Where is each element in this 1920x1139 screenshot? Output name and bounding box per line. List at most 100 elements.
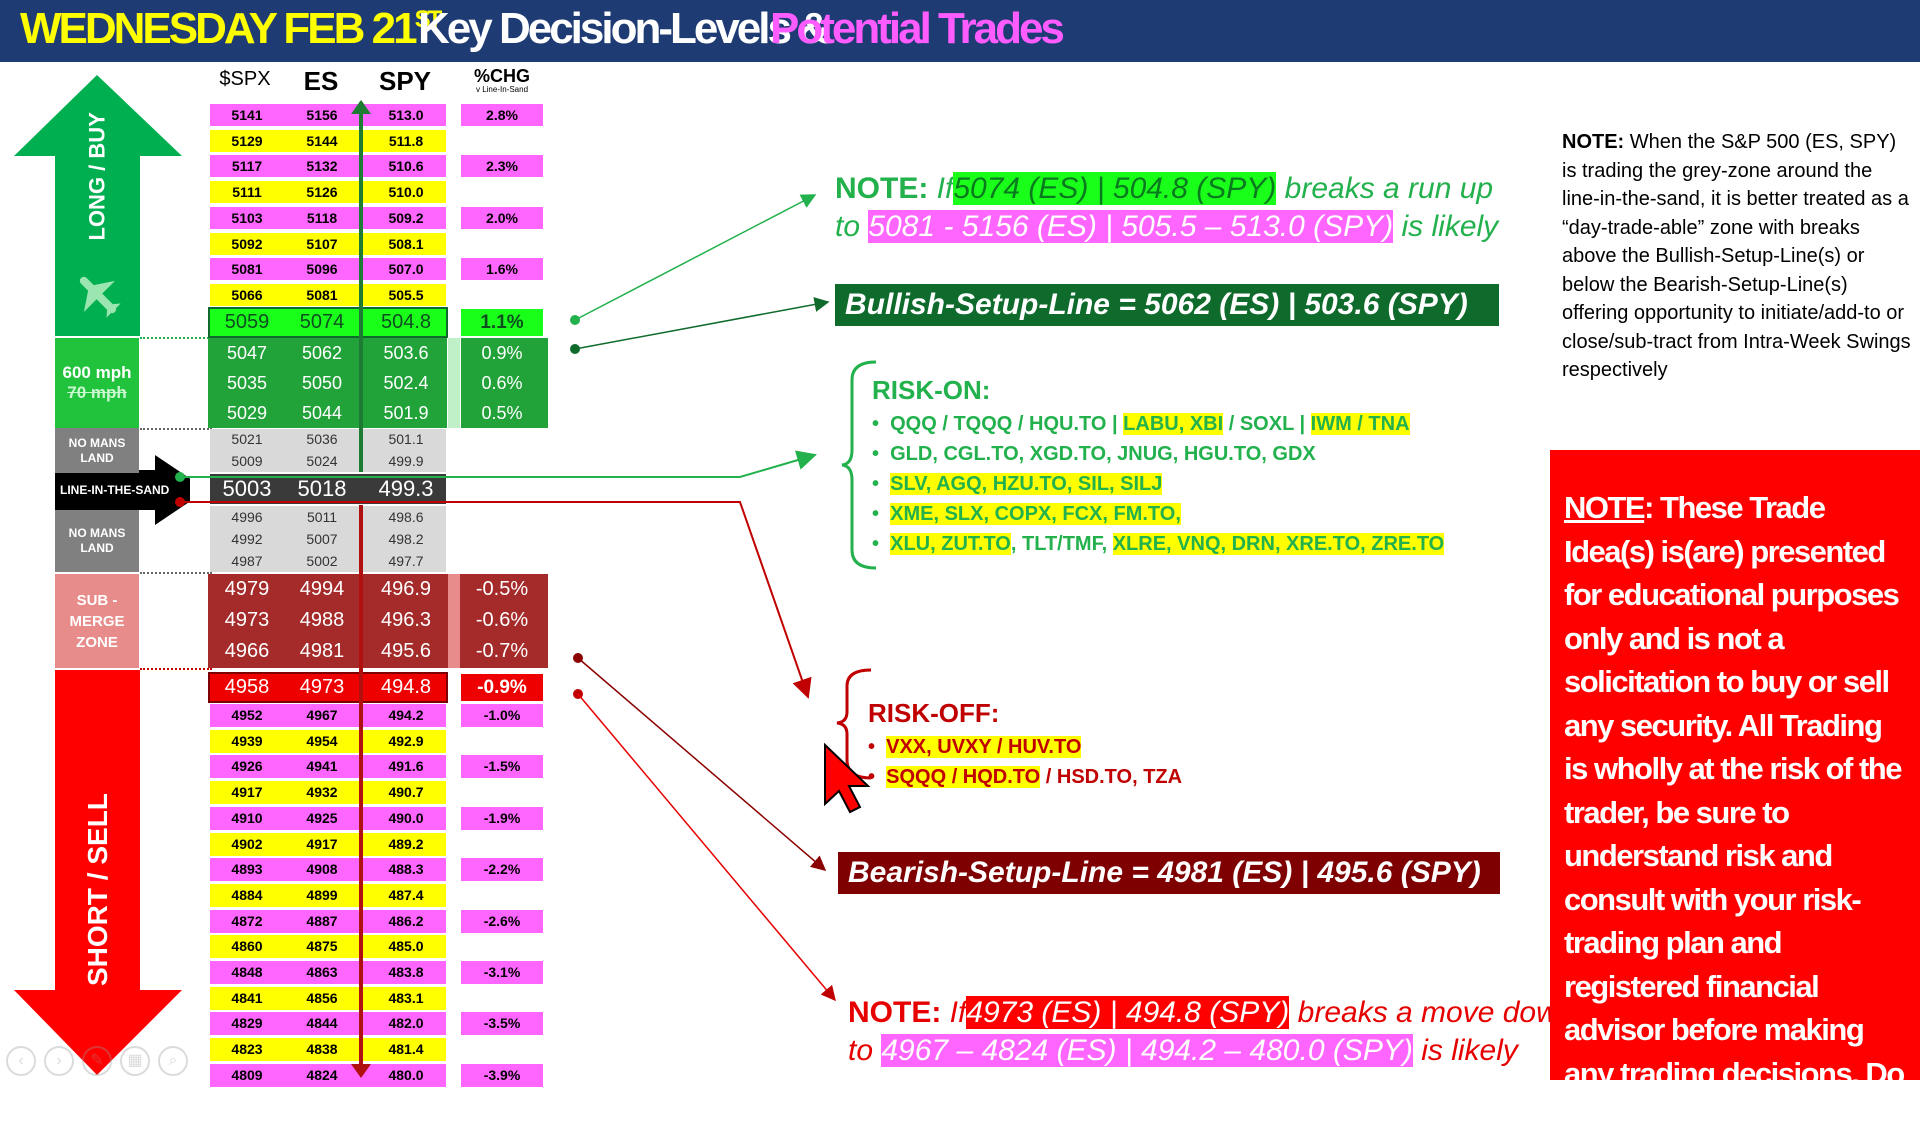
ladder-row xyxy=(210,181,446,204)
ladder-cell-spy: 501.9 xyxy=(383,403,429,423)
ladder-cell-spx: 4958 xyxy=(224,676,270,698)
slide-toolbar[interactable]: ‹ › ✎ ▦ ⌕ xyxy=(6,1046,188,1076)
ladder-cell-spy: 481.4 xyxy=(388,1041,424,1058)
ladder-cell-spx: 4872 xyxy=(231,912,263,929)
ladder-cell-es: 5096 xyxy=(306,261,338,278)
ladder-cell-spx: 5047 xyxy=(226,343,268,363)
prev-slide-icon[interactable]: ‹ xyxy=(6,1046,36,1076)
ladder-row xyxy=(210,283,446,306)
header-bar: WEDNESDAY FEB 21ST Key Decision-Levels &… xyxy=(0,0,1920,62)
pct-cell: -0.9% xyxy=(461,674,543,701)
disclaimer-box: NOTE: These Trade Idea(s) is(are) presen… xyxy=(1550,450,1920,1134)
ladder-cell-spx: 4841 xyxy=(231,989,263,1006)
ladder-cell-spy: 488.3 xyxy=(388,861,424,878)
pct-cell: 0.5% xyxy=(481,403,523,423)
ladder-row xyxy=(210,104,446,126)
ladder-cell-es: 5062 xyxy=(301,343,343,363)
ladder-cell-spx: 4829 xyxy=(231,1015,263,1032)
ladder-row xyxy=(210,781,446,805)
ladder-cell-spx: 5117 xyxy=(231,158,263,175)
col-header-spx: $SPX xyxy=(219,68,271,90)
ladder-cell-spy: 503.6 xyxy=(383,343,429,363)
ladder-row xyxy=(210,755,446,779)
header-title: Key Decision-Levels & xyxy=(418,4,830,53)
ladder-cell-spx: 5103 xyxy=(231,209,263,226)
ladder-cell-es: 5144 xyxy=(306,132,338,149)
lis-row xyxy=(210,474,446,504)
ladder-row xyxy=(210,909,446,933)
ladder-row xyxy=(210,1012,446,1036)
ladder-row xyxy=(210,232,446,255)
ladder-cell-spy: 499.9 xyxy=(388,452,424,469)
ladder-cell-spy: 486.2 xyxy=(388,912,424,929)
ladder-cell-spy: 511.8 xyxy=(388,132,424,149)
ladder-cell-es: 4941 xyxy=(306,758,338,775)
long-arrow-shape xyxy=(14,75,182,336)
ladder-cell-es: 4887 xyxy=(306,912,338,929)
zoom-icon[interactable]: ⌕ xyxy=(158,1046,188,1076)
bullish-setup-line: Bullish-Setup-Line = 5062 (ES) | 503.6 (… xyxy=(835,284,1499,326)
ladder-cell-spy: 487.4 xyxy=(388,886,424,903)
ladder-cell-es: 4875 xyxy=(306,938,338,955)
zone-no-mans-land-lower: NO MANS LAND xyxy=(55,510,139,572)
ladder-cell-spy: 494.2 xyxy=(388,707,424,723)
dotted-connector xyxy=(140,428,212,430)
ladder-row xyxy=(210,258,446,281)
ladder-cell-spy: 502.4 xyxy=(383,373,429,393)
pct-cell: -3.9% xyxy=(461,1063,543,1087)
header-title-highlight: Potential Trades xyxy=(770,4,1065,53)
short-sell-label: SHORT / SELL xyxy=(82,793,113,986)
ladder-cell-es: 4863 xyxy=(306,964,338,980)
ladder-cell-es: 4994 xyxy=(299,578,345,600)
zone-line-in-the-sand: LINE-IN-THE-SAND xyxy=(60,483,170,497)
ladder-row xyxy=(210,806,446,830)
ladder-cell-es: 5036 xyxy=(306,431,338,447)
ladder-row xyxy=(210,729,446,753)
ladder-cell-es: 5132 xyxy=(306,158,338,175)
ladder-cell-spy: 491.6 xyxy=(388,758,424,775)
ladder-cell-spy: 490.7 xyxy=(388,784,424,801)
next-slide-icon[interactable]: › xyxy=(44,1046,74,1076)
ladder-row xyxy=(210,129,446,152)
col-header-pct: %CHG v Line-In-Sand xyxy=(473,66,530,94)
ladder-cell-es: 4844 xyxy=(306,1015,338,1032)
ladder-cell-es: 4925 xyxy=(306,809,338,826)
pct-cell: 0.9% xyxy=(481,343,523,363)
ladder-cell-spy: 483.1 xyxy=(388,989,424,1006)
ladder-cell-spx: 4860 xyxy=(231,938,263,955)
risk-off-list: • VXX, UVXY / HUV.TO • SQQQ / HQD.TO / H… xyxy=(868,736,1183,788)
ladder-cell-spx: 5092 xyxy=(231,235,263,252)
bull-line-row xyxy=(208,307,448,338)
bearish-setup-line: Bearish-Setup-Line = 4981 (ES) | 495.6 (… xyxy=(838,852,1500,894)
ladder-cell-spy: 498.2 xyxy=(388,531,424,547)
pct-cell: 0.6% xyxy=(481,373,523,393)
ladder-cell-spy: 499.3 xyxy=(378,476,434,501)
risk-on-list: • QQQ / TQQQ / HQU.TO | LABU, XBI / SOXL… xyxy=(872,413,1445,555)
long-buy-label: LONG / BUY xyxy=(84,112,110,241)
ladder-cell-spx: 4823 xyxy=(231,1041,263,1058)
ladder-cell-es: 5081 xyxy=(306,286,338,303)
zone-speed: 600 mph 70 mph xyxy=(55,338,139,428)
ladder-cell-spx: 4910 xyxy=(231,809,263,826)
ladder-cell-spx: 5141 xyxy=(231,107,263,123)
pct-cell: 2.0% xyxy=(461,206,543,229)
ladder-cell-spx: 5129 xyxy=(231,132,263,149)
ladder-cell-spy: 480.0 xyxy=(388,1066,424,1083)
pen-icon[interactable]: ✎ xyxy=(82,1046,112,1076)
pct-cell: -1.0% xyxy=(461,704,543,727)
ladder-cell-spx: 4987 xyxy=(231,553,263,569)
ladder-cell-spx: 4939 xyxy=(231,732,263,749)
header-date: WEDNESDAY FEB 21ST xyxy=(20,4,442,53)
ladder-cell-es: 5044 xyxy=(301,403,343,423)
ladder-cell-spy: 492.9 xyxy=(388,732,424,749)
ladder-cell-es: 4838 xyxy=(306,1041,338,1058)
ladder-cell-spx: 4917 xyxy=(231,784,263,801)
ladder-cell-es: 5074 xyxy=(299,311,345,333)
side-note: NOTE: When the S&P 500 (ES, SPY) is trad… xyxy=(1562,131,1911,381)
ladder-cell-es: 5018 xyxy=(297,476,347,501)
ladder-cell-spx: 5035 xyxy=(226,373,268,393)
ladder-cell-spx: 4979 xyxy=(224,578,270,600)
col-header-spy: SPY xyxy=(378,66,432,96)
grid-icon[interactable]: ▦ xyxy=(120,1046,150,1076)
ladder-cell-spy: 507.0 xyxy=(388,261,424,278)
